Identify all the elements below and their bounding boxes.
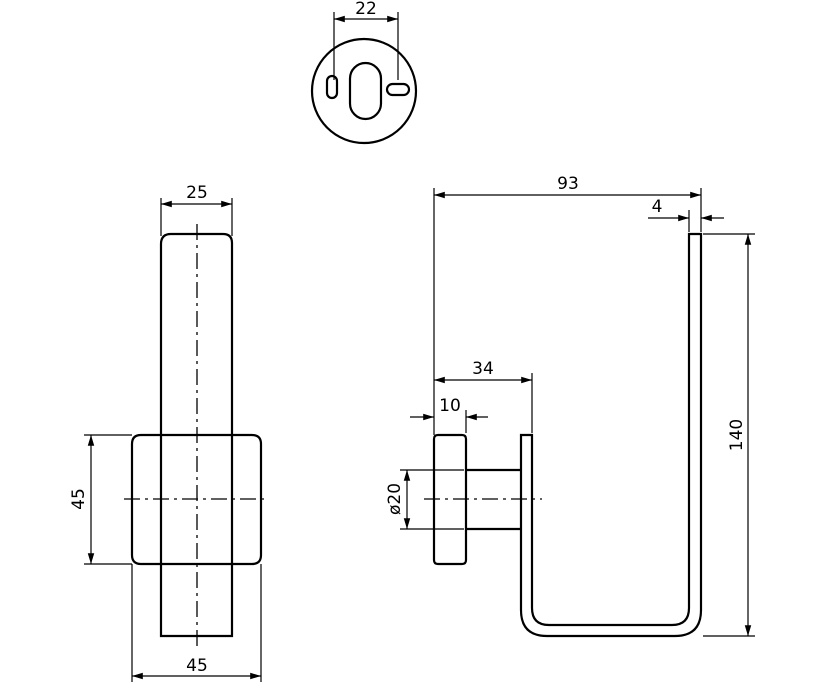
dim-140-label: 140	[727, 419, 747, 451]
dim-22-label: 22	[355, 0, 377, 19]
left-slot	[325, 74, 339, 100]
top-view: 22	[310, 0, 418, 145]
front-base-plate	[130, 433, 263, 566]
dim-93-label: 93	[557, 174, 579, 194]
dim-4-label: 4	[652, 197, 663, 217]
dim-10-label: 10	[439, 396, 461, 416]
front-view: 25 45 45	[69, 183, 268, 682]
right-slot	[385, 82, 411, 97]
side-hook-body	[519, 232, 703, 638]
center-slot	[348, 61, 383, 121]
base-outer-circle	[310, 37, 418, 145]
side-mount-flange	[432, 433, 468, 566]
dim-45h-label: 45	[186, 656, 208, 676]
front-vertical-bar	[159, 232, 234, 638]
dim-34-label: 34	[472, 359, 494, 379]
dim-25-label: 25	[186, 183, 208, 203]
dim-20-label: ø20	[385, 483, 405, 515]
dim-45v-label: 45	[69, 488, 89, 510]
side-view: 93 4 140 34 10 ø20	[385, 174, 755, 638]
